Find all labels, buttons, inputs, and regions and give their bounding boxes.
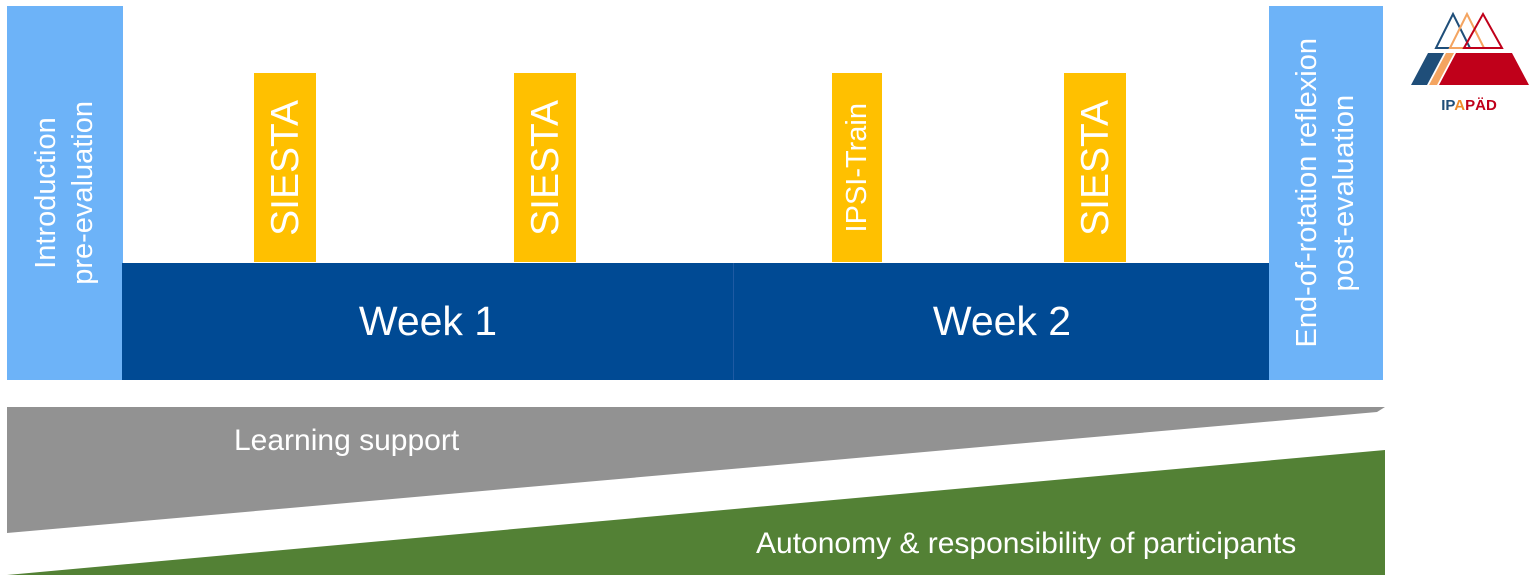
- logo-text-ip: IP: [1441, 97, 1455, 114]
- logo-text-a: A: [1454, 97, 1466, 114]
- session-siesta-1: SIESTA: [254, 73, 316, 262]
- learning-support-label: Learning support: [234, 424, 460, 457]
- week-1-label: Week 1: [358, 298, 498, 344]
- session-siesta-3: SIESTA: [1064, 73, 1126, 262]
- end-of-rotation-block: End-of-rotation reflexion post-evaluatio…: [1269, 6, 1383, 380]
- autonomy-wedge: [7, 450, 1385, 575]
- logo-text-pad: PÄD: [1465, 97, 1497, 114]
- week-2-label: Week 2: [932, 298, 1072, 344]
- week-2-bar: Week 2: [733, 263, 1270, 380]
- ipapad-logo: IPAPÄD: [1408, 8, 1530, 120]
- introduction-block: Introduction pre-evaluation: [7, 6, 123, 380]
- week-1-bar: Week 1: [122, 263, 734, 380]
- learning-support-wedge: [7, 407, 1385, 533]
- logo-mark-icon: [1411, 11, 1529, 85]
- session-siesta-2: SIESTA: [514, 73, 576, 262]
- logo-text: IPAPÄD: [1408, 98, 1530, 113]
- session-ipsi-train: IPSI-Train: [832, 73, 882, 262]
- autonomy-label: Autonomy & responsibility of participant…: [756, 527, 1297, 560]
